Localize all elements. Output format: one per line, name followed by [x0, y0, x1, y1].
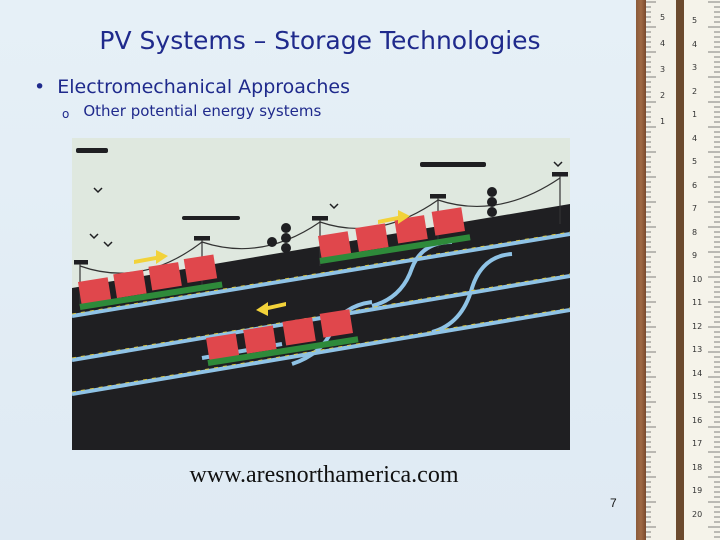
cloud-icon: [420, 162, 486, 167]
ruler-number-label: 1: [692, 110, 697, 119]
bullet-text: Electromechanical Approaches: [57, 76, 351, 98]
train-car: [318, 231, 352, 260]
arrow-right-icon: [378, 210, 410, 224]
weight-icon: [487, 197, 497, 207]
ruler-number-label: 5: [692, 16, 697, 25]
ruler-number-label: 4: [692, 40, 697, 49]
page-number: 7: [610, 496, 617, 510]
sub-bullet-item: o Other potential energy systems: [62, 102, 322, 121]
ruler-number-label: 4: [692, 134, 697, 143]
ruler-number-label: 5: [660, 13, 665, 22]
weight-icon: [487, 187, 497, 197]
birds-group: [89, 161, 563, 248]
tower-cap: [194, 236, 210, 240]
direction-arrows: [134, 210, 410, 316]
track-tie-line: [72, 307, 570, 393]
train-upper-right: [318, 207, 471, 264]
lower-track: [72, 308, 570, 396]
train-chassis: [207, 336, 359, 366]
ruler-number-label: 6: [692, 181, 697, 190]
ruler-divider: [676, 0, 684, 540]
ruler-number-label: 8: [692, 228, 697, 237]
train-chassis: [319, 234, 471, 264]
cloud-icon: [182, 216, 240, 220]
arrow-left-icon: [256, 302, 286, 316]
ruler-number-label: 16: [692, 416, 702, 425]
weight-icon: [281, 243, 291, 253]
train-car: [183, 254, 218, 283]
bird-icon: [553, 161, 563, 168]
ruler-number-label: 12: [692, 322, 702, 331]
bird-icon: [329, 203, 339, 210]
weight-icon: [281, 233, 291, 243]
train-car: [394, 215, 428, 244]
ruler-number-label: 20: [692, 510, 702, 519]
clouds-group: [76, 148, 486, 220]
ruler-number-label: 14: [692, 369, 702, 378]
train-upper-left: [78, 254, 223, 310]
train-car: [148, 262, 182, 291]
tower-cap: [552, 172, 568, 176]
train-car: [282, 317, 316, 346]
ruler-number-label: 11: [692, 298, 702, 307]
train-car: [319, 309, 354, 338]
ruler-ticks: [646, 1, 720, 538]
ruler-wood-edge: [636, 0, 646, 540]
tower-cap: [312, 216, 328, 220]
bullet-item: • Electromechanical Approaches: [34, 76, 350, 98]
train-lower: [206, 309, 359, 366]
tower-markers: [74, 172, 568, 264]
weight-icon: [281, 223, 291, 233]
counterweight-stacks: [267, 187, 497, 253]
ruler-number-label: 9: [692, 251, 697, 260]
ruler-face-right: [684, 0, 720, 540]
ruler-number-label: 18: [692, 463, 702, 472]
ruler-number-label: 7: [692, 204, 697, 213]
power-wire: [437, 177, 561, 208]
slide-title: PV Systems – Storage Technologies: [99, 26, 541, 55]
ruler-number-label: 2: [660, 91, 665, 100]
train-car: [243, 325, 277, 354]
train-chassis: [79, 281, 223, 310]
sub-bullet-text: Other potential energy systems: [83, 102, 322, 120]
tower-cap: [74, 260, 88, 264]
ground-hillside: [72, 204, 570, 450]
train-car: [78, 277, 112, 306]
ruler-face-left: [646, 0, 676, 540]
power-wire: [201, 221, 321, 250]
ruler-number-label: 17: [692, 439, 702, 448]
ruler-number-label: 3: [692, 63, 697, 72]
ruler-number-label: 3: [660, 65, 665, 74]
cloud-icon: [76, 148, 108, 153]
source-url: www.aresnorthamerica.com: [189, 462, 459, 488]
bird-icon: [103, 241, 113, 248]
ruler-number-label: 1: [660, 117, 665, 126]
sub-bullet-circle-icon: o: [62, 107, 70, 121]
ruler-number-label: 13: [692, 345, 702, 354]
weight-icon: [267, 237, 277, 247]
upper-track: [72, 232, 570, 318]
train-car: [113, 269, 147, 299]
train-car: [355, 223, 389, 252]
rail-energy-storage-illustration: [72, 138, 570, 450]
bird-icon: [93, 187, 103, 194]
train-car: [431, 207, 466, 236]
switch-track: [431, 252, 513, 334]
ruler-number-label: 10: [692, 275, 702, 284]
ruler-number-label: 5: [692, 157, 697, 166]
ruler-number-label: 15: [692, 392, 702, 401]
ruler-number-label: 4: [660, 39, 665, 48]
train-car: [206, 333, 240, 362]
track-tie-line: [72, 231, 570, 315]
weight-icon: [487, 207, 497, 217]
arrow-right-icon: [134, 250, 168, 264]
bird-icon: [89, 233, 99, 240]
bullet-dot-icon: •: [34, 76, 46, 98]
tower-cap: [430, 194, 446, 198]
ruler-number-label: 19: [692, 486, 702, 495]
ruler-number-label: 2: [692, 87, 697, 96]
